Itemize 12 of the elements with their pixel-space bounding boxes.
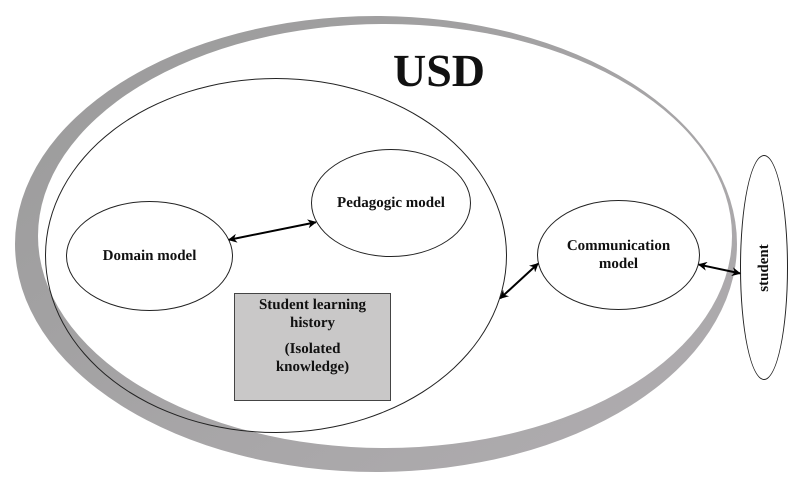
ellipse-label: Communication model [566, 237, 672, 273]
ellipse-label: Pedagogic model [336, 194, 446, 212]
note: (Isolated knowledge) [274, 340, 350, 376]
double-arrow [698, 262, 741, 276]
ellipse-label: Domain model [102, 247, 198, 265]
double-arrow [228, 219, 317, 243]
history-box [234, 293, 391, 401]
double-arrow [499, 262, 539, 300]
outer-ellipse [15, 15, 737, 473]
box-label: Student learning history [258, 296, 368, 332]
ellipse-label: student [755, 244, 773, 292]
node-label: USD [393, 44, 486, 98]
